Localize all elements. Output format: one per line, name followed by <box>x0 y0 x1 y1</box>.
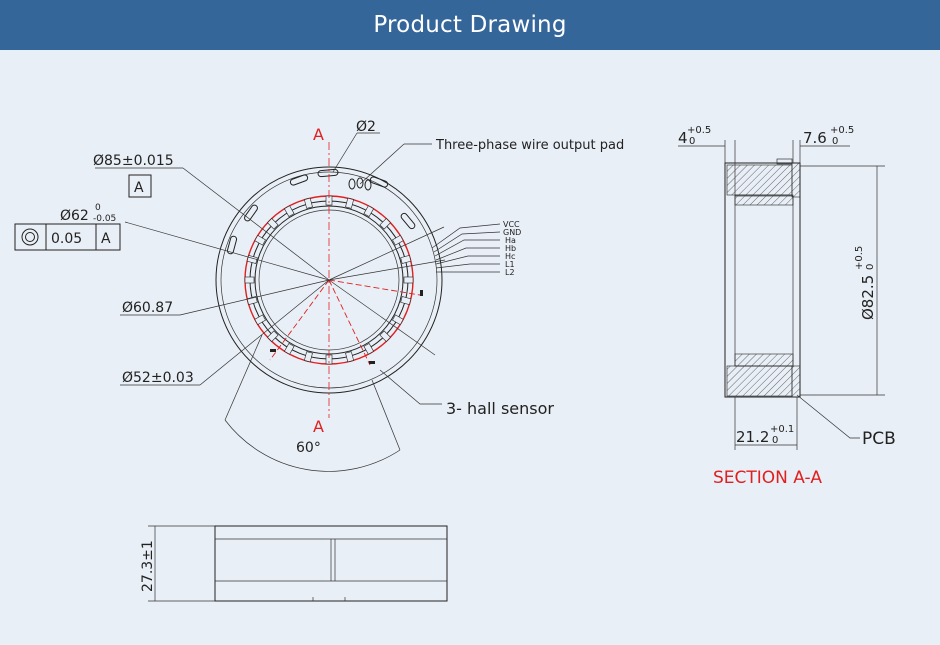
datum-box <box>128 174 152 198</box>
concentricity-icon <box>21 228 39 246</box>
dia-825-upper: +0.5 <box>854 246 865 270</box>
width-lower: 0 <box>772 435 778 446</box>
section-view: 4 +0.5 0 7.6 +0.5 0 Ø82.5 +0.5 0 21.2 +0… <box>678 125 896 488</box>
side-outline <box>214 525 448 602</box>
wire-l2: L2 <box>505 268 515 277</box>
product-drawing: A A Ø85±0.015 A Ø62 0 <box>14 119 896 602</box>
mounting-slots <box>226 168 416 255</box>
wire-ha: Ha <box>505 236 516 245</box>
width-upper: +0.1 <box>770 424 794 435</box>
dim-left-main: 4 <box>678 129 688 147</box>
hall-sensor-marks <box>270 290 423 364</box>
page-title: Product Drawing <box>373 12 567 38</box>
wire-vcc: VCC <box>503 220 520 229</box>
concentricity-tol: 0.05 <box>51 231 82 247</box>
wire-bundle <box>431 223 501 273</box>
wire-hc: Hc <box>505 252 515 261</box>
wire-gnd: GND <box>503 228 521 237</box>
concentricity-datum: A <box>101 231 111 247</box>
dim-right-lower: 0 <box>832 136 838 147</box>
wire-pads <box>348 177 372 191</box>
dia-825-main: Ø82.5 <box>859 275 877 320</box>
dim-left-upper: +0.5 <box>687 125 711 136</box>
dia-825-lower: 0 <box>865 264 876 270</box>
datum-label: A <box>134 180 144 196</box>
concentricity-frame: 0.05 A <box>14 223 121 251</box>
width-main: 21.2 <box>736 428 769 446</box>
hole-dia-label: Ø2 <box>356 119 376 135</box>
dia-6087-label: Ø60.87 <box>122 300 173 316</box>
section-title: SECTION A-A <box>713 468 822 488</box>
side-height-dim: 27.3±1 <box>140 540 156 592</box>
inner-dia-tol-lower: -0.05 <box>93 214 116 224</box>
section-outline <box>724 162 801 398</box>
pcb-label: PCB <box>862 429 896 449</box>
side-view: 27.3±1 <box>140 525 448 602</box>
front-view: A A Ø85±0.015 A Ø62 0 <box>14 119 624 472</box>
hall-sensor-label: 3- hall sensor <box>446 399 554 418</box>
section-label-bottom: A <box>313 417 324 436</box>
dia-52-label: Ø52±0.03 <box>122 370 194 386</box>
outer-dia-label: Ø85±0.015 <box>93 153 174 169</box>
dim-right-upper: +0.5 <box>830 125 854 136</box>
dim-right-main: 7.6 <box>803 129 827 147</box>
angle-label: 60° <box>296 440 321 456</box>
wire-hb: Hb <box>505 244 516 253</box>
wire-l1: L1 <box>505 260 515 269</box>
dim-left-lower: 0 <box>689 136 695 147</box>
inner-dia-label: Ø62 <box>60 208 89 224</box>
wire-pad-label: Three-phase wire output pad <box>435 138 624 153</box>
angle-arc <box>224 419 401 472</box>
header-bar: Product Drawing <box>0 0 940 50</box>
section-label-top: A <box>313 125 324 144</box>
inner-dia-tol-upper: 0 <box>95 203 101 213</box>
